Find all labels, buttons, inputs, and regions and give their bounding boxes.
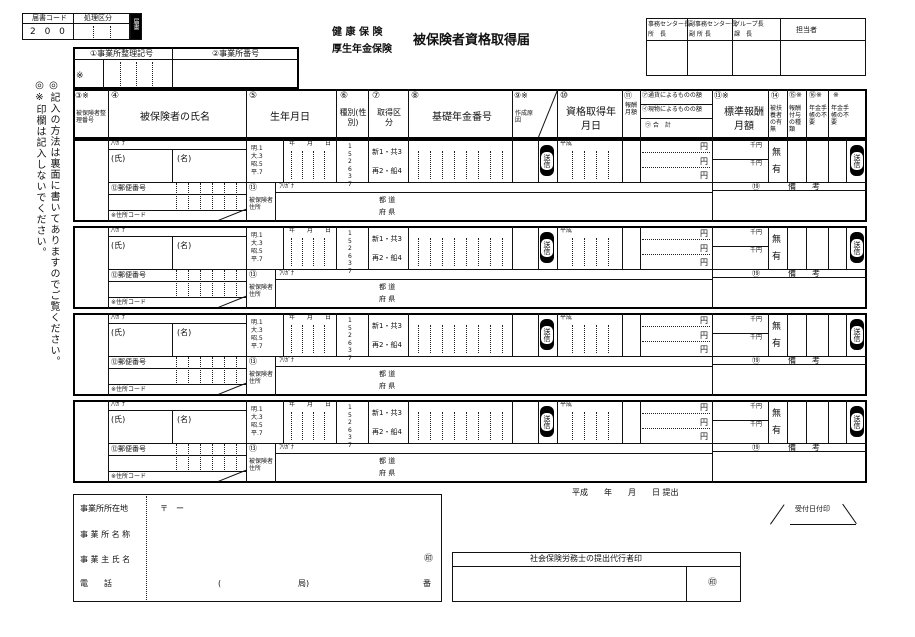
- row-1-address-label: 被保険者住所: [249, 197, 274, 212]
- row-2-frame: [73, 226, 867, 309]
- office-stamp-area: [646, 18, 866, 76]
- row-2-surname-label: (氏): [111, 241, 126, 250]
- row-3-remarks-label: 備 考: [788, 356, 820, 365]
- row-1-send-badge-right: 送信: [850, 145, 864, 176]
- instruction-note: ◎記入の方法は裏面に書いてありますのでご覧ください。: [48, 80, 59, 367]
- row-3-kind-list: 1 5 2 6 3 7: [348, 317, 352, 362]
- row-3-address-label: 被保険者住所: [249, 371, 274, 386]
- row-4-postal-label: ⑫郵便番号: [111, 445, 146, 453]
- row-3-cat-re: 再2・船4: [372, 341, 402, 349]
- row-3-send-badge: 送信: [540, 319, 554, 350]
- col-pension-header: 基礎年金番号: [432, 112, 492, 123]
- row-3-era-list: 明.1 大.3 昭.5 平.7: [251, 319, 263, 351]
- agent-seal-box: [452, 552, 741, 602]
- row-2-era-list: 明.1 大.3 昭.5 平.7: [251, 232, 263, 264]
- row-4-remarks-label: 備 考: [788, 443, 820, 452]
- row-2-dependent-no: 無: [772, 235, 782, 245]
- row-1-given-name-label: (名): [177, 154, 192, 163]
- row-4-send-badge-right: 送信: [850, 406, 864, 437]
- row-2-cat-new: 新1・共3: [372, 235, 402, 243]
- row-2-send-badge-right: 送信: [850, 232, 864, 263]
- employer-name-label: 事 業 所 名 称: [80, 530, 131, 539]
- row-3-dependent-yes: 有: [772, 339, 782, 349]
- row-4-given-name-label: (名): [177, 415, 192, 424]
- title-pension: 厚生年金保険: [332, 44, 392, 55]
- asterisk-note: ◎※印欄は記入しないでください。: [34, 80, 45, 258]
- receipt-stamp-label: 受付日付印: [795, 505, 830, 513]
- row-2-cat-re: 再2・船4: [372, 254, 402, 262]
- row-3-postal-label: ⑫郵便番号: [111, 358, 146, 366]
- submission-date: 平成 年 月 日 提出: [572, 488, 679, 497]
- employer-seal: ㊞: [424, 554, 434, 564]
- row-1-addr-code-label: ※住所コード: [111, 212, 147, 219]
- row-1-cat-re: 再2・船4: [372, 167, 402, 175]
- col-acquired-header: 資格取得年月日: [566, 107, 616, 132]
- row-1-dependent-yes: 有: [772, 165, 782, 175]
- row-4-frame: [73, 400, 867, 483]
- row-4-send-badge: 送信: [540, 406, 554, 437]
- row-1-cat-new: 新1・共3: [372, 148, 402, 156]
- row-2-kind-list: 1 5 2 6 3 7: [348, 230, 352, 275]
- table-header: [73, 89, 867, 139]
- reg-no-label: ①事業所整理記号: [90, 49, 154, 58]
- title-health: 健 康 保 険: [332, 27, 383, 38]
- employer-owner-label: 事 業 主 氏 名: [80, 555, 131, 564]
- office-code-label: 届書コード: [32, 14, 67, 22]
- office-code-box: [22, 13, 130, 40]
- office-code-value: 2 0 0: [30, 27, 68, 37]
- row-1-postal-label: ⑫郵便番号: [111, 184, 146, 192]
- form-type-badge: [130, 13, 142, 40]
- row-1-era-list: 明.1 大.3 昭.5 平.7: [251, 145, 263, 177]
- row-2-send-badge: 送信: [540, 232, 554, 263]
- row-4-cat-re: 再2・船4: [372, 428, 402, 436]
- row-4-surname-label: (氏): [111, 415, 126, 424]
- row-2-dependent-yes: 有: [772, 252, 782, 262]
- office-no-label: ②事業所番号: [212, 49, 260, 58]
- employer-box: [73, 494, 442, 602]
- postal-mark: 〒 ー: [160, 504, 184, 513]
- row-3-addr-code-label: ※住所コード: [111, 386, 147, 393]
- row-3-dependent-no: 無: [772, 322, 782, 332]
- registration-box: [73, 47, 299, 89]
- row-1-frame: [73, 139, 867, 222]
- row-4-kind-list: 1 5 2 6 3 7: [348, 404, 352, 449]
- agent-seal: ㊞: [708, 578, 718, 588]
- col-name-header: 被保険者の氏名: [140, 112, 210, 123]
- row-2-address-label: 被保険者住所: [249, 284, 274, 299]
- row-2-given-name-label: (名): [177, 241, 192, 250]
- row-4-dependent-yes: 有: [772, 426, 782, 436]
- row-1-dependent-no: 無: [772, 148, 782, 158]
- row-3-surname-label: (氏): [111, 328, 126, 337]
- col-birth-header: 生年月日: [270, 112, 310, 123]
- row-4-address-label: 被保険者住所: [249, 458, 274, 473]
- row-1-remarks-label: 備 考: [788, 182, 820, 191]
- employer-address-label: 事業所所在地: [80, 504, 128, 513]
- row-4-era-list: 明.1 大.3 昭.5 平.7: [251, 406, 263, 438]
- row-4-dependent-no: 無: [772, 409, 782, 419]
- row-4-cat-new: 新1・共3: [372, 409, 402, 417]
- row-2-addr-code-label: ※住所コード: [111, 299, 147, 306]
- row-4-addr-code-label: ※住所コード: [111, 473, 147, 480]
- col-standard-header: 標準報酬月額: [724, 107, 764, 132]
- agent-seal-title: 社会保険労務士の提出代行者印: [530, 554, 642, 563]
- row-3-cat-new: 新1・共3: [372, 322, 402, 330]
- row-3-given-name-label: (名): [177, 328, 192, 337]
- row-3-frame: [73, 313, 867, 396]
- row-2-postal-label: ⑫郵便番号: [111, 271, 146, 279]
- row-2-remarks-label: 備 考: [788, 269, 820, 278]
- row-3-send-badge-right: 送信: [850, 319, 864, 350]
- form-title: 被保険者資格取得届: [413, 33, 531, 48]
- processing-label: 処理区分: [84, 14, 112, 22]
- row-1-send-badge: 送信: [540, 145, 554, 176]
- phone-label: 電 話: [80, 579, 112, 588]
- row-1-kind-list: 1 5 2 6 3 7: [348, 143, 352, 188]
- row-1-surname-label: (氏): [111, 154, 126, 163]
